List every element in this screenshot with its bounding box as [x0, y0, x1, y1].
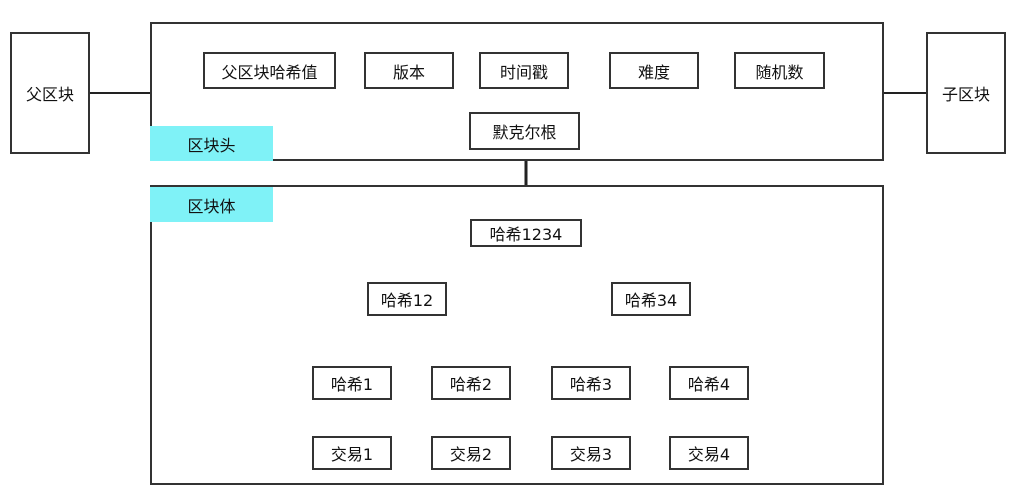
field-version-label: 版本 [392, 62, 425, 82]
block-header-tag: 区块头 [150, 126, 273, 161]
field-timestamp-label: 时间戳 [499, 62, 548, 82]
child-block: 子区块 [926, 32, 1006, 154]
hash34-label: 哈希34 [624, 291, 678, 310]
parent-block: 父区块 [10, 32, 90, 154]
child-block-label: 子区块 [941, 85, 990, 104]
field-difficulty: 难度 [609, 52, 699, 89]
hash12-label: 哈希12 [380, 291, 434, 310]
transaction2-node: 交易2 [431, 436, 511, 470]
hash2-node: 哈希2 [431, 366, 511, 400]
block-body-tag-label: 区块体 [187, 196, 236, 216]
transaction2-label: 交易2 [449, 445, 493, 464]
transaction4-label: 交易4 [687, 445, 731, 464]
field-difficulty-label: 难度 [637, 62, 670, 82]
transaction3-node: 交易3 [551, 436, 631, 470]
field-parent-hash: 父区块哈希值 [203, 52, 336, 89]
hash4-node: 哈希4 [669, 366, 749, 400]
field-nonce: 随机数 [734, 52, 825, 89]
hash34-node: 哈希34 [611, 282, 691, 316]
field-parent-hash-label: 父区块哈希值 [221, 62, 318, 82]
transaction4-node: 交易4 [669, 436, 749, 470]
transaction1-label: 交易1 [330, 445, 374, 464]
transaction3-label: 交易3 [569, 445, 613, 464]
hash3-label: 哈希3 [569, 375, 613, 394]
hash1-node: 哈希1 [312, 366, 392, 400]
hash12-node: 哈希12 [367, 282, 447, 316]
root-hash-label: 哈希1234 [489, 225, 563, 244]
merkle-root: 默克尔根 [469, 112, 580, 150]
parent-block-label: 父区块 [25, 85, 74, 104]
block-body-tag: 区块体 [150, 187, 273, 222]
field-timestamp: 时间戳 [479, 52, 569, 89]
block-header-tag-label: 区块头 [187, 135, 236, 155]
field-nonce-label: 随机数 [755, 62, 804, 82]
transaction1-node: 交易1 [312, 436, 392, 470]
merkle-root-label: 默克尔根 [492, 123, 557, 142]
hash1-label: 哈希1 [330, 375, 374, 394]
root-hash-node: 哈希1234 [470, 219, 582, 247]
hash2-label: 哈希2 [449, 375, 493, 394]
hash3-node: 哈希3 [551, 366, 631, 400]
hash4-label: 哈希4 [687, 375, 731, 394]
field-version: 版本 [364, 52, 454, 89]
